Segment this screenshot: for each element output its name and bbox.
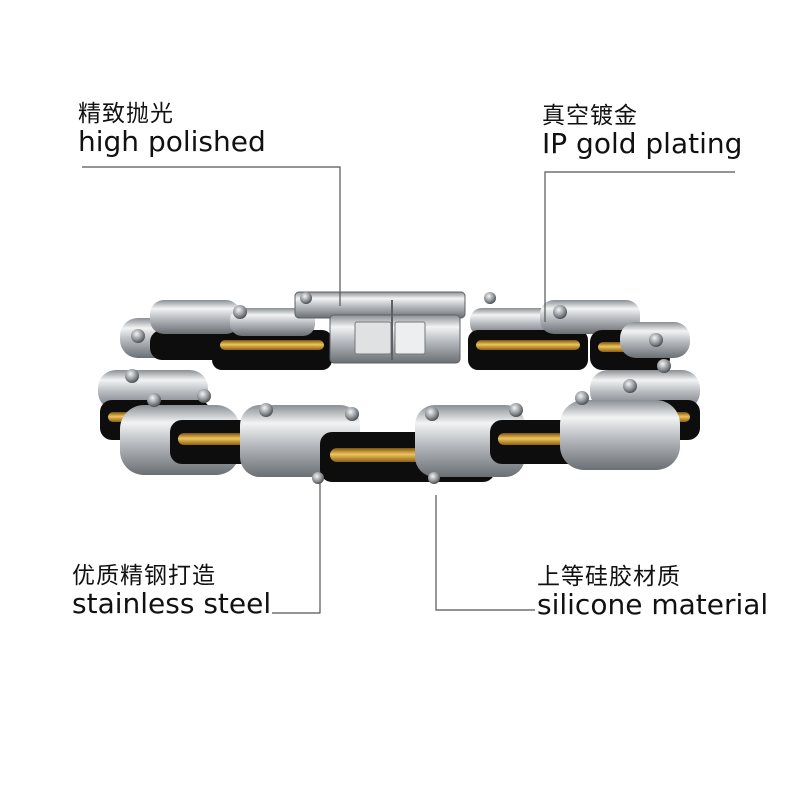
callout-cn-label: 上等硅胶材质 [537,564,681,590]
callout-cn-label: 真空镀金 [542,103,638,129]
callout-gold-plating: 真空镀金 IP gold plating [542,104,742,159]
callout-cn-label: 精致抛光 [78,101,174,127]
leader-top-right [544,171,735,322]
callout-en-label: high polished [78,124,266,158]
leader-bottom-left [272,483,321,614]
callout-en-label: silicone material [537,587,769,621]
bracelet-rivets [125,292,671,484]
callout-cn-label: 优质精钢打造 [72,563,216,589]
callout-stainless-steel: 优质精钢打造 stainless steel [72,564,271,619]
callout-en-label: IP gold plating [542,126,743,160]
callout-en-label: stainless steel [72,586,272,620]
bracelet-clasp [294,291,466,364]
callout-silicone-material: 上等硅胶材质 silicone material [537,565,768,620]
leader-top-left [82,166,341,306]
leader-bottom-right [435,495,535,611]
bracelet-front-strand [120,400,680,482]
callout-high-polished: 精致抛光 high polished [78,102,266,157]
